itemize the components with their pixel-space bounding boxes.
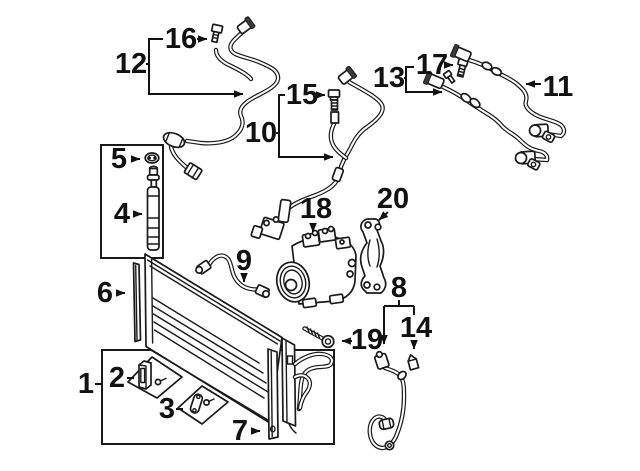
callout-17[interactable]: 17 [416,49,448,81]
hose9-right-fitting [254,284,271,299]
tank-hole [286,355,294,365]
callout-10[interactable]: 10 [245,117,277,149]
callouts: 1 2 3 4 5 6 7 8 9 10 11 12 13 14 15 16 1… [78,23,573,447]
mount-bracket-7 [267,348,279,440]
leaders [95,35,541,435]
callout-15[interactable]: 15 [286,79,318,111]
callout-9[interactable]: 9 [236,245,252,277]
callout-1[interactable]: 1 [78,368,94,400]
pipe10-compressor-connector [250,198,292,241]
leader-10 [278,94,334,161]
kit-panel-2 [127,356,183,399]
pipe11-top-fitting [450,44,472,63]
pipe10-sleeve [331,166,345,183]
hose-8 [367,350,420,451]
pipe13-top-fitting [423,71,445,90]
hose8-top-fitting [373,350,390,370]
condenser-assembly [132,253,335,440]
callout-3[interactable]: 3 [159,393,175,425]
pipe-assembly-12 [162,16,281,181]
bolt-15-icon [327,89,341,124]
pipe10-top-fitting [337,65,357,85]
pipe13-end-fitting [514,150,541,171]
callout-14[interactable]: 14 [400,312,432,344]
drier-group-box [100,144,164,259]
hose9-left-fitting [195,259,212,275]
callout-7[interactable]: 7 [232,415,248,447]
callout-13[interactable]: 13 [373,62,405,94]
kit-panel-3 [177,385,229,425]
callout-11[interactable]: 11 [543,71,574,103]
pipe-assembly-10 [250,65,385,241]
leader-8-bracket [384,300,415,315]
callout-16[interactable]: 16 [165,23,197,55]
condenser-right-tank [281,337,297,427]
pipe12-end-connector [183,162,203,181]
callout-19[interactable]: 19 [351,324,383,356]
pipe-assembly-11 [450,44,567,144]
pipe12-muffler [162,131,186,149]
callout-12[interactable]: 12 [115,48,147,80]
callout-6[interactable]: 6 [97,277,113,309]
callout-18[interactable]: 18 [300,193,332,225]
leader-20 [378,211,389,221]
grommet-5 [144,152,160,164]
callout-20[interactable]: 20 [377,183,409,215]
pipe11-end-fitting [528,123,556,144]
pipe-assembly-13 [423,69,550,171]
pipe13-stub-bolt [442,69,456,84]
receiver-drier-4 [146,165,160,251]
callout-5[interactable]: 5 [111,143,127,175]
leader-13 [405,66,443,96]
leader-12 [148,38,244,98]
callout-4[interactable]: 4 [114,198,130,230]
hose-9 [195,253,271,299]
bolt-19-icon [302,326,335,349]
bolt-16-icon [210,23,224,44]
bracket-20 [359,218,387,294]
hose8-end-fitting [378,417,395,431]
valve-14-icon [407,354,420,371]
compressor-18 [275,225,357,309]
callout-2[interactable]: 2 [109,362,125,394]
callout-8[interactable]: 8 [391,272,407,304]
pipe12-top-fitting [236,16,256,35]
